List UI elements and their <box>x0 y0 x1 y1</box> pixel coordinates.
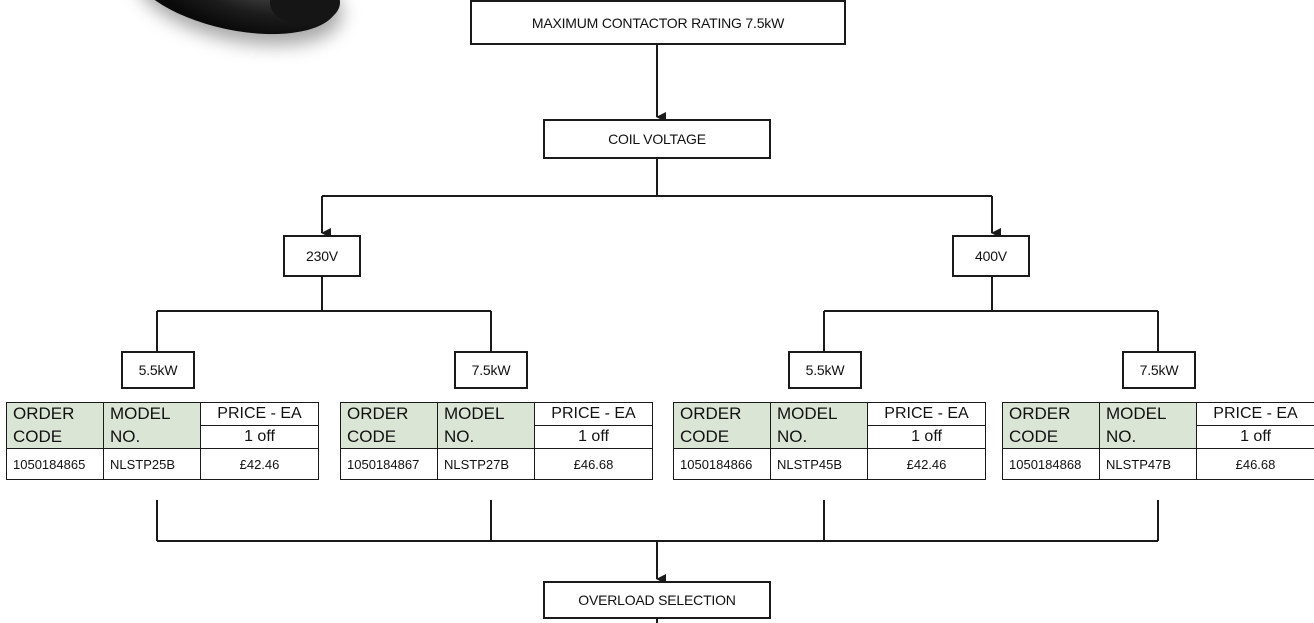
max-rating-box: MAXIMUM CONTACTOR RATING 7.5kW <box>470 0 846 45</box>
price: £42.46 <box>867 448 986 480</box>
rating-label: 5.5kW <box>805 362 845 378</box>
order-code: 1050184868 <box>1002 448 1100 480</box>
rating-box-400v-5.5kw: 5.5kW <box>788 351 862 389</box>
rating-label: 7.5kW <box>1139 362 1179 378</box>
header-order: ORDER <box>1002 402 1100 426</box>
product-table-400v-7.5kw: ORDER MODEL PRICE - EA CODE NO. 1 off 10… <box>1002 402 1314 480</box>
order-code: 1050184867 <box>340 448 438 480</box>
price: £42.46 <box>200 448 319 480</box>
header-model: MODEL <box>103 402 201 426</box>
model-no: NLSTP45B <box>770 448 868 480</box>
header-no: NO. <box>437 425 535 449</box>
header-qty: 1 off <box>534 425 653 449</box>
header-order: ORDER <box>6 402 104 426</box>
header-order: ORDER <box>340 402 438 426</box>
voltage-box-230v: 230V <box>283 235 361 277</box>
model-no: NLSTP47B <box>1099 448 1197 480</box>
header-price: PRICE - EA <box>200 402 319 426</box>
table-row: 1050184868 NLSTP47B £46.68 <box>1002 448 1314 480</box>
rating-box-400v-7.5kw: 7.5kW <box>1122 351 1196 389</box>
price: £46.68 <box>534 448 653 480</box>
header-price: PRICE - EA <box>534 402 653 426</box>
header-price: PRICE - EA <box>1196 402 1314 426</box>
rating-label: 5.5kW <box>138 362 178 378</box>
header-code: CODE <box>673 425 771 449</box>
table-row: 1050184866 NLSTP45B £42.46 <box>673 448 986 480</box>
header-no: NO. <box>1099 425 1197 449</box>
rating-box-230v-5.5kw: 5.5kW <box>121 351 195 389</box>
max-rating-label: MAXIMUM CONTACTOR RATING 7.5kW <box>531 14 785 31</box>
voltage-label-400v: 400V <box>975 248 1007 264</box>
table-row: 1050184867 NLSTP27B £46.68 <box>340 448 653 480</box>
header-qty: 1 off <box>200 425 319 449</box>
overload-selection-box: OVERLOAD SELECTION <box>543 581 771 619</box>
header-no: NO. <box>103 425 201 449</box>
product-table-230v-7.5kw: ORDER MODEL PRICE - EA CODE NO. 1 off 10… <box>340 402 653 480</box>
product-table-230v-5.5kw: ORDER MODEL PRICE - EA CODE NO. 1 off 10… <box>6 402 319 480</box>
rating-box-230v-7.5kw: 7.5kW <box>454 351 528 389</box>
header-code: CODE <box>1002 425 1100 449</box>
rating-label: 7.5kW <box>471 362 511 378</box>
order-code: 1050184865 <box>6 448 104 480</box>
table-row: 1050184865 NLSTP25B £42.46 <box>6 448 319 480</box>
header-model: MODEL <box>770 402 868 426</box>
voltage-label-230v: 230V <box>306 248 338 264</box>
header-model: MODEL <box>437 402 535 426</box>
header-price: PRICE - EA <box>867 402 986 426</box>
model-no: NLSTP25B <box>103 448 201 480</box>
order-code: 1050184866 <box>673 448 771 480</box>
model-no: NLSTP27B <box>437 448 535 480</box>
header-qty: 1 off <box>867 425 986 449</box>
coil-voltage-label: COIL VOLTAGE <box>608 131 706 147</box>
header-code: CODE <box>340 425 438 449</box>
header-no: NO. <box>770 425 868 449</box>
product-table-400v-5.5kw: ORDER MODEL PRICE - EA CODE NO. 1 off 10… <box>673 402 986 480</box>
header-model: MODEL <box>1099 402 1197 426</box>
price: £46.68 <box>1196 448 1314 480</box>
header-code: CODE <box>6 425 104 449</box>
coil-voltage-box: COIL VOLTAGE <box>543 119 771 159</box>
header-order: ORDER <box>673 402 771 426</box>
voltage-box-400v: 400V <box>952 235 1030 277</box>
header-qty: 1 off <box>1196 425 1314 449</box>
overload-selection-label: OVERLOAD SELECTION <box>578 592 736 608</box>
